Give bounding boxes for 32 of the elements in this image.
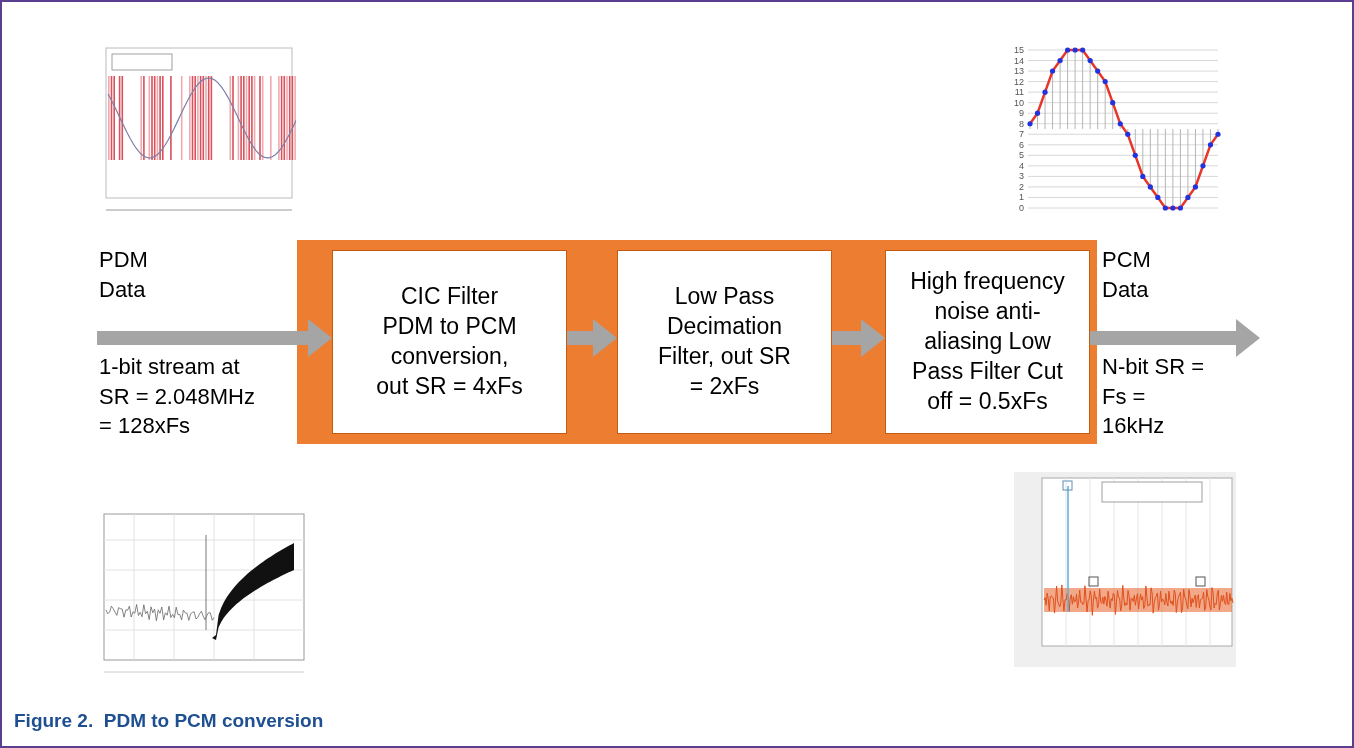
arrow bbox=[97, 319, 332, 357]
process-box bbox=[885, 250, 1090, 434]
axis-tick-label: 0 bbox=[1019, 203, 1024, 213]
annotation-text: PCM Data bbox=[1102, 246, 1152, 304]
process-box bbox=[332, 250, 567, 434]
axis-tick-label: 2 bbox=[1019, 181, 1024, 192]
arrow bbox=[567, 319, 617, 357]
axis-tick-label: 12 bbox=[1014, 76, 1024, 87]
annotation-text: 1-bit stream at SR = 2.048MHz = 128xFs bbox=[99, 353, 256, 441]
axis-tick-label: 10 bbox=[1014, 97, 1024, 108]
annotation-text: PDM Data bbox=[99, 246, 149, 304]
box-text: CIC Filter PDM to PCM conversion, out SR = 4xFs bbox=[375, 282, 524, 401]
axis-tick-label: 9 bbox=[1019, 108, 1024, 119]
box-text: High frequency noise anti-aliasing Low Pass Filter Cut off = 0.5xFs bbox=[909, 267, 1066, 416]
process-box bbox=[617, 250, 832, 434]
axis-tick-label: 14 bbox=[1014, 55, 1024, 66]
axis-tick-label: 7 bbox=[1019, 129, 1024, 140]
annotation-text: N-bit SR = Fs = 16kHz bbox=[1102, 353, 1206, 441]
axis-tick-label: 6 bbox=[1019, 139, 1024, 150]
figure-caption: Figure 2. PDM to PCM conversion bbox=[14, 710, 324, 732]
axis-tick-label: 15 bbox=[1014, 45, 1024, 55]
axis-tick-label: 5 bbox=[1019, 150, 1024, 161]
axis-tick-label: 1 bbox=[1019, 192, 1024, 203]
axis-tick-label: 3 bbox=[1019, 171, 1024, 182]
process-band bbox=[297, 240, 1097, 444]
axis-tick-label: 11 bbox=[1014, 87, 1024, 98]
axis-tick-label: 8 bbox=[1019, 118, 1024, 129]
arrow bbox=[832, 319, 885, 357]
axis-tick-label: 4 bbox=[1019, 160, 1024, 171]
box-text: Low Pass Decimation Filter, out SR = 2xFs bbox=[657, 282, 792, 401]
arrow bbox=[1090, 319, 1260, 357]
axis-tick-label: 13 bbox=[1014, 66, 1024, 77]
